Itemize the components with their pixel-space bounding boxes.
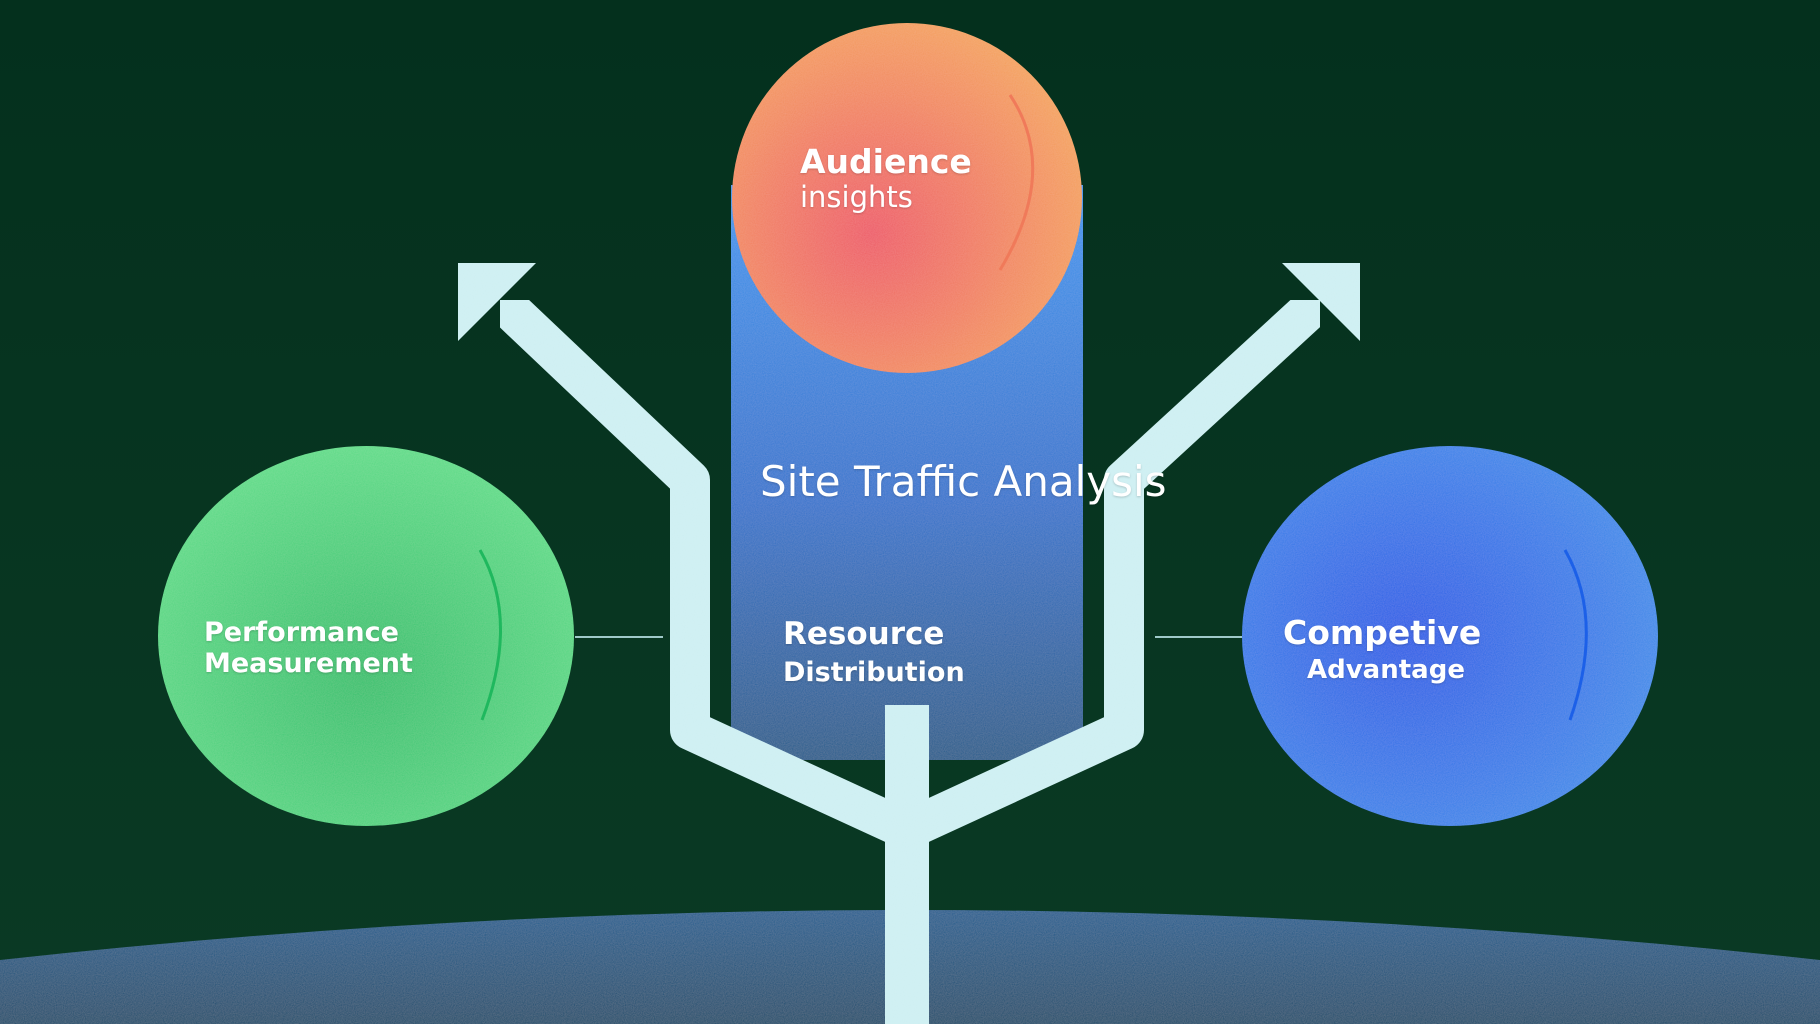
circle-audience xyxy=(732,23,1082,373)
arrow-right-shaft xyxy=(898,285,1334,849)
node-performance-line2: Measurement xyxy=(204,648,413,680)
accent-arc-audience xyxy=(998,94,1035,271)
node-competitive-label: Competive Advantage xyxy=(1283,614,1481,686)
arrow-left-head xyxy=(458,263,536,341)
node-resource-line2: Distribution xyxy=(783,656,965,688)
branch-arrows xyxy=(486,285,1334,1024)
diagram-title: Site Traffic Analysis xyxy=(760,457,1167,506)
node-audience-label: Audience insights xyxy=(800,143,972,214)
accent-arc-performance xyxy=(478,549,502,721)
arrow-right-head xyxy=(1282,263,1360,341)
node-competitive-line2: Advantage xyxy=(1307,654,1465,685)
node-performance-label: Performance Measurement xyxy=(204,617,413,679)
circle-competitive xyxy=(1242,446,1658,826)
node-audience-line1: Audience xyxy=(800,142,972,181)
circle-performance xyxy=(158,446,574,826)
node-audience-line2: insights xyxy=(800,179,913,214)
node-resource-label: Resource Distribution xyxy=(783,616,965,688)
node-competitive-line1: Competive xyxy=(1283,613,1482,652)
arrow-left-shaft xyxy=(486,285,916,849)
node-resource-line1: Resource xyxy=(783,616,945,652)
accent-arc-competitive xyxy=(1563,549,1588,721)
node-performance-line1: Performance xyxy=(204,617,399,648)
